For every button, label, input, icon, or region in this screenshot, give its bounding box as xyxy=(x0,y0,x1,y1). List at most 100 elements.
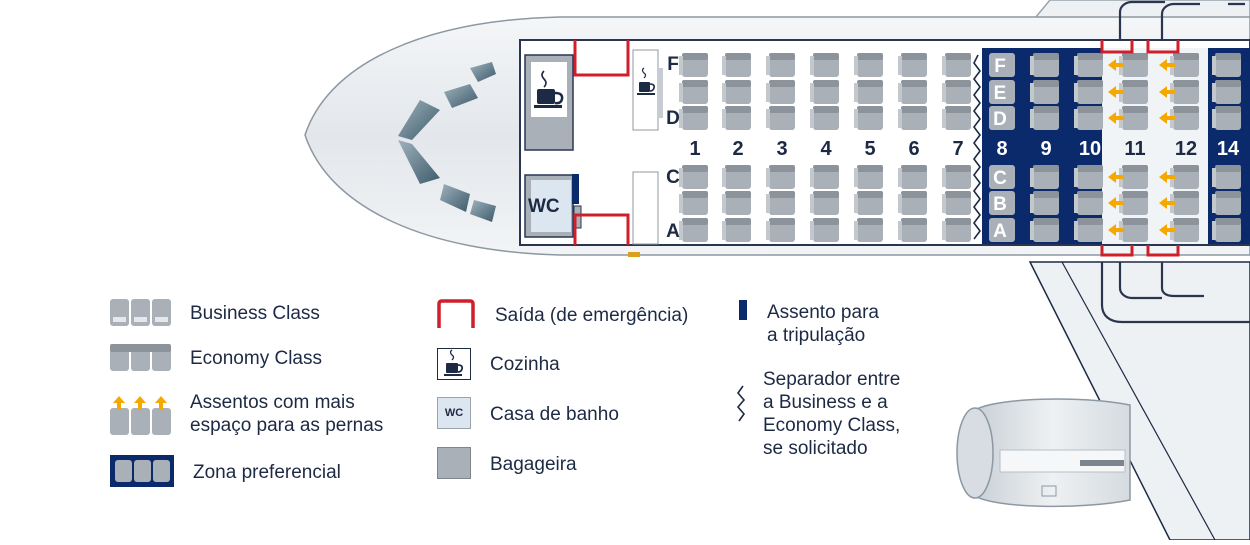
seat-row-14[interactable] xyxy=(1212,80,1241,104)
seat-row-3[interactable] xyxy=(766,218,795,242)
seat-row-6[interactable] xyxy=(898,80,927,104)
cockpit-windows xyxy=(398,62,496,222)
seat-row-6[interactable] xyxy=(898,191,927,215)
seat-row-9[interactable] xyxy=(1030,218,1059,242)
seat-row-2[interactable] xyxy=(722,53,751,77)
seat-row-4[interactable] xyxy=(810,165,839,189)
seat-row-7[interactable] xyxy=(942,218,971,242)
seat-row-6[interactable] xyxy=(898,53,927,77)
row-number: 2 xyxy=(732,138,743,160)
seat-row-7[interactable] xyxy=(942,165,971,189)
seat-row-4[interactable] xyxy=(810,191,839,215)
seat-row-10[interactable] xyxy=(1074,165,1103,189)
seat-row-3[interactable] xyxy=(766,106,795,130)
legend-separator-line3: Economy Class, xyxy=(763,415,901,436)
crew-seat-icon xyxy=(739,300,747,320)
exit-icon xyxy=(437,299,475,328)
row-number: 14 xyxy=(1217,138,1240,160)
seat-row-7[interactable] xyxy=(942,53,971,77)
business-seat[interactable] xyxy=(989,80,1015,104)
seat-row-14[interactable] xyxy=(1212,53,1241,77)
legroom-arrow xyxy=(1108,197,1124,209)
row-number: 10 xyxy=(1079,138,1101,160)
legend-storage: Bagageira xyxy=(490,454,577,475)
seat-row-5[interactable] xyxy=(854,191,883,215)
seat-row-2[interactable] xyxy=(722,218,751,242)
seat-row-9[interactable] xyxy=(1030,106,1059,130)
legend-separator-line4: se solicitado xyxy=(763,438,868,459)
legend-crew-line2: a tripulação xyxy=(767,325,866,346)
seat-row-6[interactable] xyxy=(898,106,927,130)
class-separator xyxy=(973,54,981,240)
business-seat[interactable] xyxy=(989,165,1015,189)
seat-row-7[interactable] xyxy=(942,106,971,130)
seat-row-2[interactable] xyxy=(722,191,751,215)
seat-row-14[interactable] xyxy=(1212,218,1241,242)
seat-row-10[interactable] xyxy=(1074,218,1103,242)
seat-row-14[interactable] xyxy=(1212,165,1241,189)
seat-row-4[interactable] xyxy=(810,53,839,77)
seat-row-10[interactable] xyxy=(1074,53,1103,77)
seat-row-14[interactable] xyxy=(1212,191,1241,215)
seat-row-3[interactable] xyxy=(766,80,795,104)
seat-row-3[interactable] xyxy=(766,191,795,215)
legend-legroom-line1: Assentos com mais xyxy=(190,392,355,413)
legroom-arrow xyxy=(1108,86,1124,98)
business-seat[interactable] xyxy=(989,106,1015,130)
seat-row-7[interactable] xyxy=(942,191,971,215)
legend-exit: Saída (de emergência) xyxy=(495,305,689,326)
business-seat[interactable] xyxy=(989,53,1015,77)
row-number: 5 xyxy=(864,138,875,160)
legend-galley: Cozinha xyxy=(490,354,560,375)
legroom-arrow xyxy=(1159,86,1175,98)
seat-row-11[interactable] xyxy=(1119,80,1148,104)
seat-row-9[interactable] xyxy=(1030,191,1059,215)
wc-label: WC xyxy=(528,196,560,217)
seat-row-9[interactable] xyxy=(1030,53,1059,77)
seat-letter: F xyxy=(667,54,679,75)
seat-row-5[interactable] xyxy=(854,106,883,130)
seat-row-1[interactable] xyxy=(679,53,708,77)
seat-row-1[interactable] xyxy=(679,191,708,215)
legroom-arrow xyxy=(1108,112,1124,124)
seat-row-1[interactable] xyxy=(679,80,708,104)
seat-row-6[interactable] xyxy=(898,165,927,189)
seat-row-3[interactable] xyxy=(766,53,795,77)
seat-row-4[interactable] xyxy=(810,218,839,242)
seat-row-10[interactable] xyxy=(1074,106,1103,130)
legend-crew-line1: Assento para xyxy=(767,302,879,323)
business-seat[interactable] xyxy=(989,218,1015,242)
seat-row-10[interactable] xyxy=(1074,80,1103,104)
seat-row-5[interactable] xyxy=(854,53,883,77)
seat-row-5[interactable] xyxy=(854,80,883,104)
seat-row-6[interactable] xyxy=(898,218,927,242)
seat-row-5[interactable] xyxy=(854,218,883,242)
seat-letter: E xyxy=(994,83,1007,104)
seat-row-3[interactable] xyxy=(766,165,795,189)
seat-row-2[interactable] xyxy=(722,106,751,130)
row-number: 9 xyxy=(1040,138,1051,160)
seat-row-9[interactable] xyxy=(1030,165,1059,189)
seat-row-1[interactable] xyxy=(679,106,708,130)
seat-row-1[interactable] xyxy=(679,218,708,242)
row-number: 1 xyxy=(689,138,700,160)
seat-letter: D xyxy=(666,108,680,129)
row-number: 7 xyxy=(952,138,963,160)
row-number: 8 xyxy=(996,138,1007,160)
legend-legroom-line2: espaço para as pernas xyxy=(190,415,384,436)
seat-row-7[interactable] xyxy=(942,80,971,104)
seat-row-10[interactable] xyxy=(1074,191,1103,215)
seat-row-1[interactable] xyxy=(679,165,708,189)
business-seat[interactable] xyxy=(989,191,1015,215)
legroom-arrow xyxy=(1159,59,1175,71)
seat-row-9[interactable] xyxy=(1030,80,1059,104)
seat-row-4[interactable] xyxy=(810,106,839,130)
seat-row-5[interactable] xyxy=(854,165,883,189)
seat-row-4[interactable] xyxy=(810,80,839,104)
seat-row-2[interactable] xyxy=(722,80,751,104)
legroom-arrow xyxy=(1108,59,1124,71)
seat-row-2[interactable] xyxy=(722,165,751,189)
legend-separator-line1: Separador entre xyxy=(763,369,901,390)
seat-row-14[interactable] xyxy=(1212,106,1241,130)
